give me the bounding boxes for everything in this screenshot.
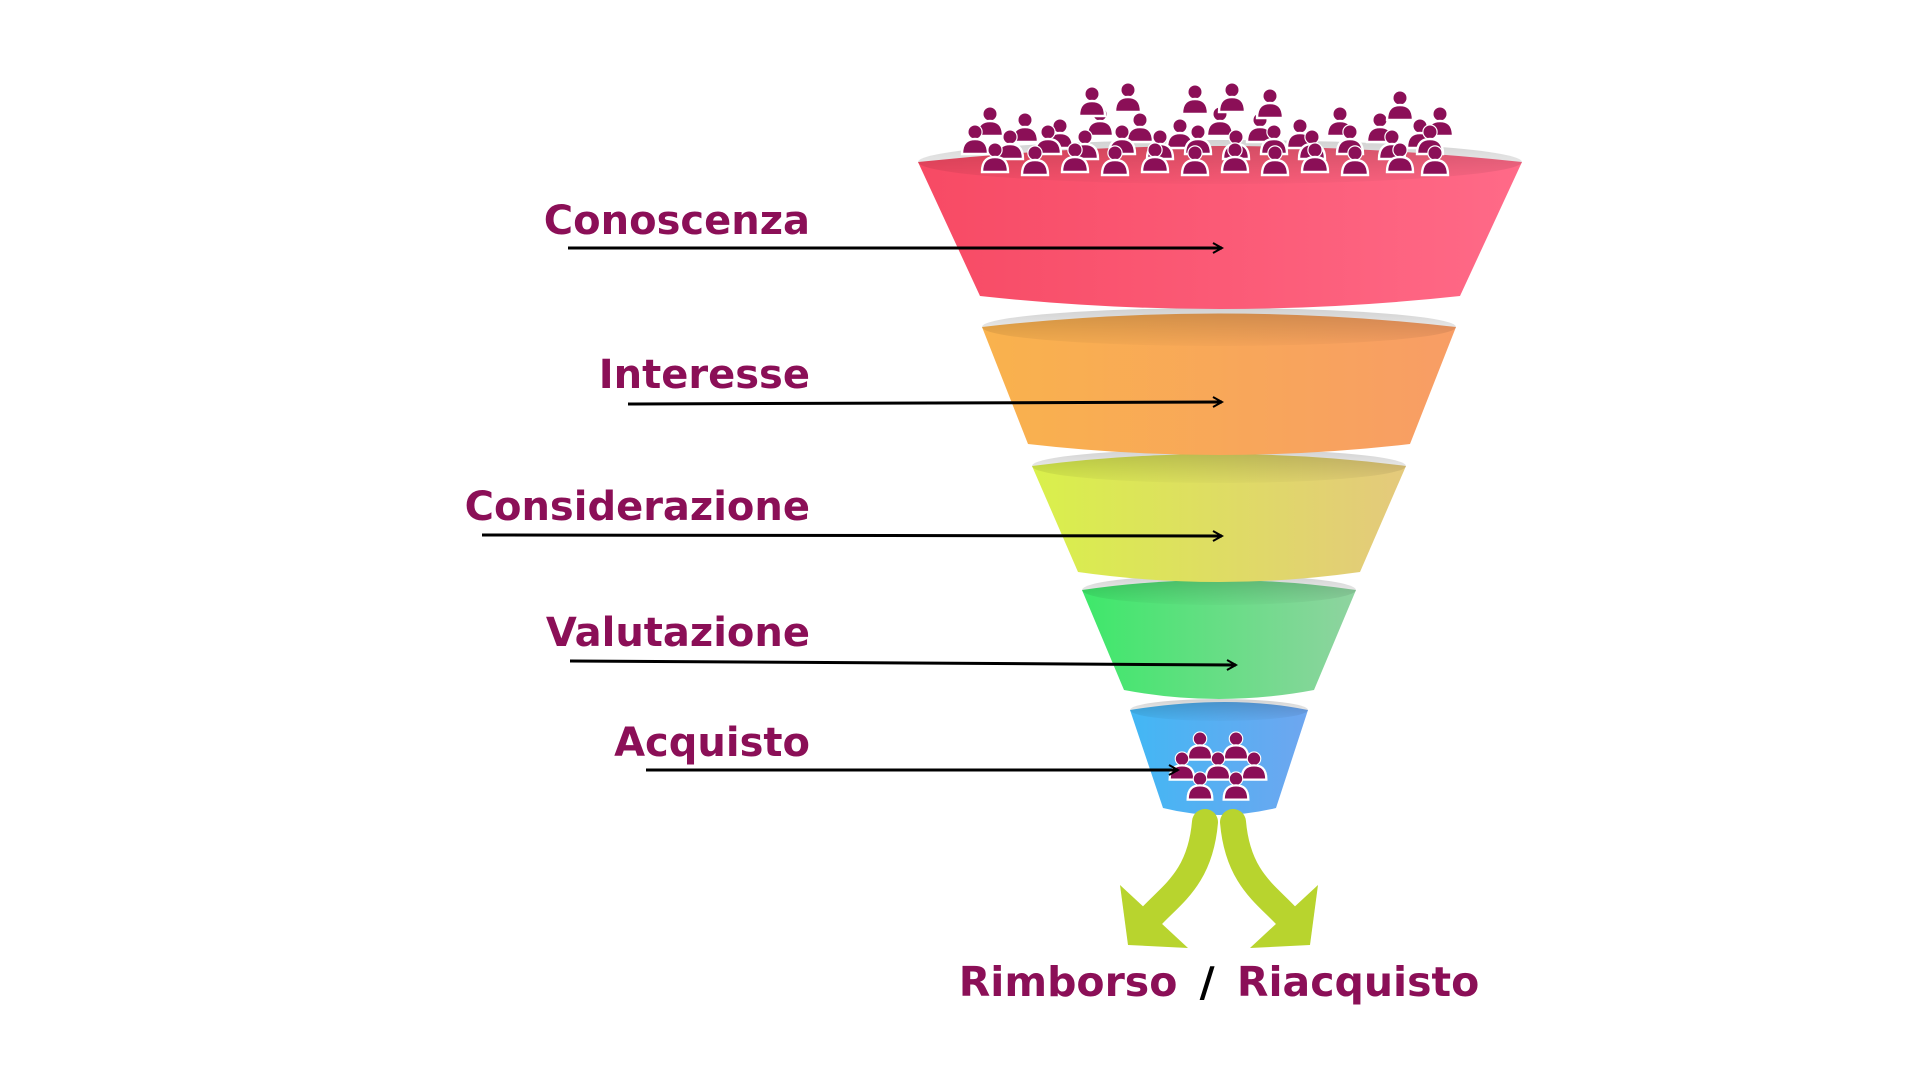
pointer-valutazione: [569, 661, 1236, 665]
funnel-layer-considerazione: [1032, 449, 1406, 582]
pointer-lines: [481, 248, 1236, 770]
stage-label-interesse: Interesse: [599, 352, 810, 398]
stage-label-acquisto: Acquisto: [614, 720, 810, 766]
person-icon: [1125, 112, 1155, 144]
funnel-layer-interesse: [982, 308, 1456, 455]
outcome-caption: Rimborso / Riacquisto: [959, 958, 1480, 1006]
person-icon: [1180, 84, 1210, 116]
funnel: [918, 140, 1522, 815]
person-icon: [1077, 86, 1107, 118]
person-icon: [1113, 82, 1143, 114]
person-icon: [1255, 88, 1285, 120]
stage-label-valutazione: Valutazione: [546, 610, 810, 656]
pointer-interesse: [627, 402, 1222, 404]
stage-labels: Conoscenza Interesse Considerazione Valu…: [465, 198, 810, 766]
funnel-layer-valutazione: [1082, 575, 1356, 699]
outcome-rimborso: Rimborso: [959, 958, 1178, 1006]
outcome-separator: /: [1200, 958, 1215, 1006]
pointer-considerazione: [481, 535, 1222, 536]
outcome-riacquisto: Riacquisto: [1237, 958, 1479, 1006]
split-arrow-icon: [1120, 809, 1318, 948]
person-icon: [1385, 90, 1415, 122]
person-icon: [1217, 82, 1247, 114]
stage-label-considerazione: Considerazione: [465, 484, 810, 530]
stage-label-conoscenza: Conoscenza: [544, 198, 810, 244]
